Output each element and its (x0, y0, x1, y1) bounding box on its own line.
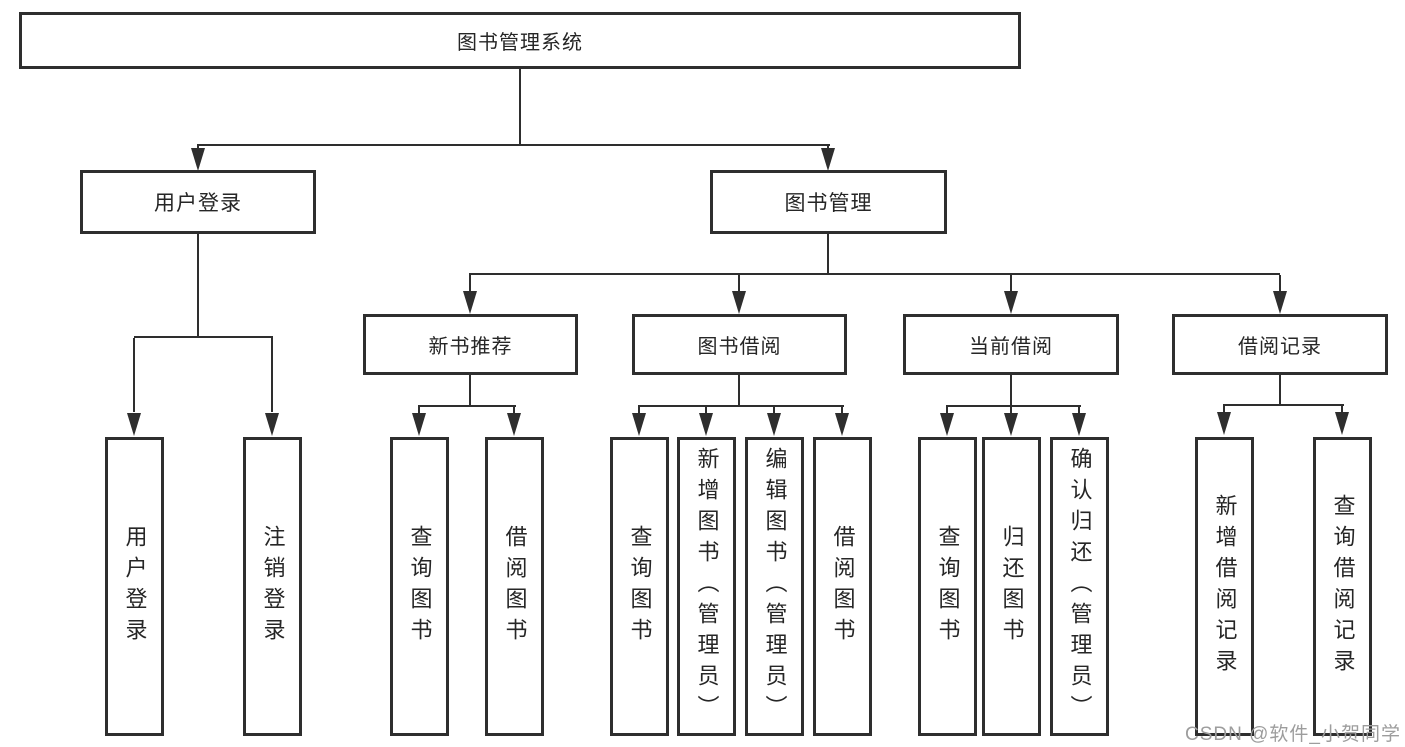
node-label: 新增借阅记录 (1212, 493, 1238, 680)
connector-line (738, 375, 740, 406)
node-label: 查询图书 (407, 524, 433, 649)
node-label: 图书管理系统 (457, 32, 583, 54)
leaf-borrow-books-recommend: 借阅图书 (485, 437, 544, 736)
leaf-query-books-recommend: 查询图书 (390, 437, 449, 736)
arrow-down-icon (699, 413, 713, 436)
connector-line (946, 405, 1081, 407)
connector-line (1010, 407, 1012, 413)
node-current-borrowing: 当前借阅 (903, 314, 1119, 375)
connector-line (197, 233, 199, 338)
arrow-down-icon (507, 413, 521, 436)
node-label: 新增图书（管理员） (694, 447, 720, 726)
arrow-down-icon (265, 413, 279, 436)
node-book-borrowing: 图书借阅 (632, 314, 847, 375)
connector-line (418, 405, 516, 407)
node-label: 借阅图书 (502, 524, 528, 649)
leaf-query-books-borrowing: 查询图书 (610, 437, 669, 736)
leaf-edit-books-admin: 编辑图书（管理员） (745, 437, 804, 736)
node-label: 注销登录 (260, 524, 286, 649)
connector-line (1279, 374, 1281, 405)
connector-line (773, 407, 775, 413)
node-label: 新书推荐 (428, 336, 513, 358)
node-library-management-system: 图书管理系统 (19, 12, 1021, 69)
arrow-down-icon (412, 413, 426, 436)
node-label: 当前借阅 (969, 336, 1053, 358)
node-user-login: 用户登录 (80, 170, 316, 234)
connector-line (519, 69, 521, 146)
node-new-book-recommendation: 新书推荐 (363, 314, 578, 375)
arrow-down-icon (767, 413, 781, 436)
node-label: 借阅记录 (1238, 336, 1322, 358)
connector-line (134, 336, 273, 338)
leaf-add-borrow-record: 新增借阅记录 (1195, 437, 1254, 736)
csdn-watermark: CSDN @软件_小贺同学 (1185, 724, 1401, 745)
leaf-confirm-return-admin: 确认归还（管理员） (1050, 437, 1109, 736)
connector-line (469, 375, 471, 406)
node-label: 图书借阅 (697, 336, 782, 358)
arrow-down-icon (463, 291, 477, 314)
connector-line (469, 275, 471, 291)
arrow-down-icon (1335, 412, 1349, 435)
connector-line (638, 405, 844, 407)
leaf-borrow-books-borrowing: 借阅图书 (813, 437, 872, 736)
connector-line (638, 407, 640, 413)
leaf-add-books-admin: 新增图书（管理员） (677, 437, 736, 736)
connector-line (469, 273, 1280, 275)
node-label: 确认归还（管理员） (1067, 447, 1093, 726)
arrow-down-icon (835, 413, 849, 436)
node-label: 用户登录 (154, 192, 242, 215)
arrow-down-icon (940, 413, 954, 436)
node-label: 用户登录 (122, 524, 148, 649)
connector-line (513, 407, 515, 413)
connector-line (946, 407, 948, 413)
connector-line (705, 407, 707, 413)
arrow-down-icon (1004, 291, 1018, 314)
node-label: 归还图书 (999, 524, 1025, 649)
connector-line (841, 407, 843, 413)
connector-line (1279, 275, 1281, 291)
arrow-down-icon (127, 413, 141, 436)
arrow-down-icon (1273, 291, 1287, 314)
node-label: 查询借阅记录 (1330, 493, 1356, 680)
arrow-down-icon (191, 148, 205, 171)
leaf-return-books: 归还图书 (982, 437, 1041, 736)
node-label: 查询图书 (627, 524, 653, 649)
connector-line (1010, 275, 1012, 291)
connector-line (738, 275, 740, 291)
arrow-down-icon (632, 413, 646, 436)
connector-line (827, 233, 829, 275)
node-label: 查询图书 (935, 524, 961, 649)
node-borrowing-records: 借阅记录 (1172, 314, 1388, 375)
leaf-query-borrow-record: 查询借阅记录 (1313, 437, 1372, 736)
connector-line (133, 338, 135, 412)
connector-line (1078, 407, 1080, 413)
node-label: 图书管理 (784, 192, 873, 215)
connector-line (1223, 404, 1344, 406)
connector-line (197, 144, 830, 146)
connector-line (418, 407, 420, 413)
node-label: 编辑图书（管理员） (762, 447, 788, 726)
leaf-query-books-current: 查询图书 (918, 437, 977, 736)
arrow-down-icon (1217, 412, 1231, 435)
connector-line (271, 338, 273, 412)
node-label: 借阅图书 (830, 524, 856, 649)
node-book-management: 图书管理 (710, 170, 947, 234)
leaf-user-login: 用户登录 (105, 437, 164, 736)
connector-line (1223, 406, 1225, 412)
connector-line (1010, 375, 1012, 406)
connector-line (1341, 406, 1343, 412)
arrow-down-icon (1072, 413, 1086, 436)
leaf-logout: 注销登录 (243, 437, 302, 736)
arrow-down-icon (1004, 413, 1018, 436)
arrow-down-icon (732, 291, 746, 314)
arrow-down-icon (821, 148, 835, 171)
